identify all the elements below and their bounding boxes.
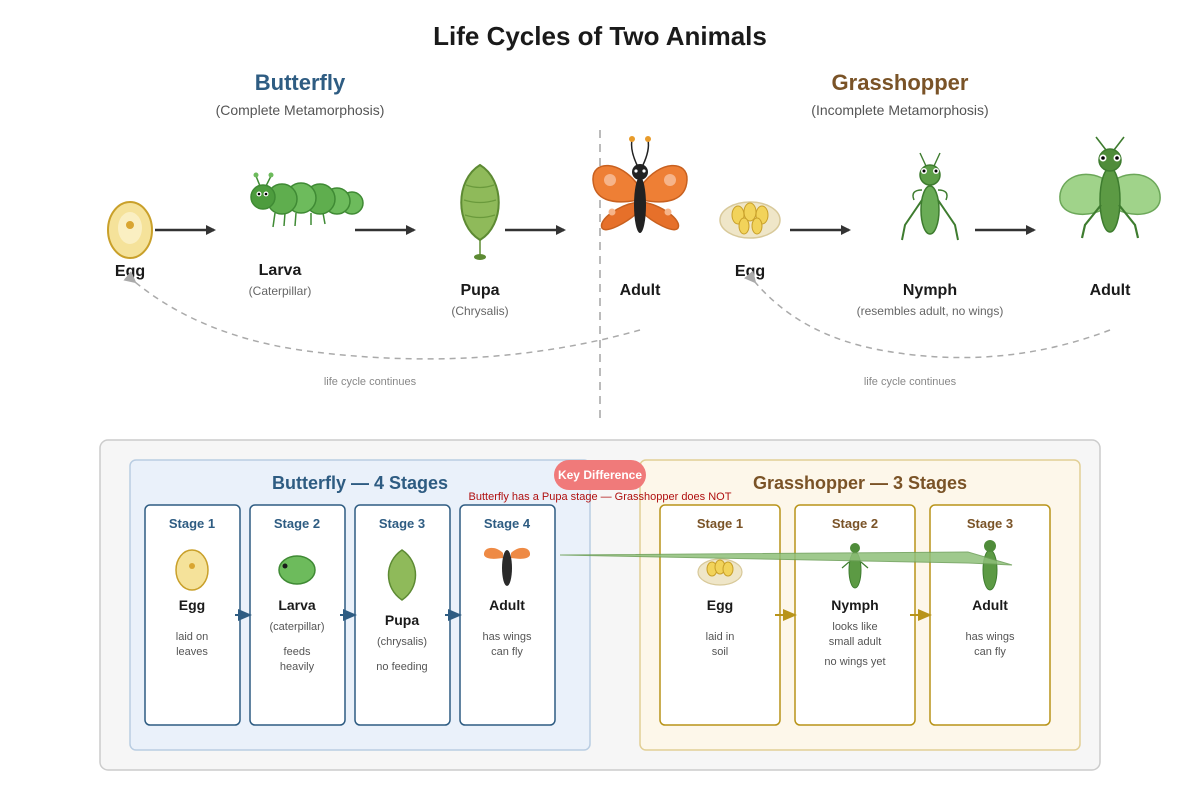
stage-label: Stage 1 <box>169 516 215 531</box>
eggs-icon <box>697 558 743 586</box>
stage-desc-line: feeds <box>284 646 311 658</box>
grasshopper-panel-title: Grasshopper — 3 Stages <box>753 473 967 493</box>
stage-label: Stage 3 <box>967 516 1013 531</box>
butterfly-cycle-continues: life cycle continues <box>324 376 417 388</box>
key-difference-note: Butterfly has a Pupa stage — Grasshopper… <box>469 491 732 503</box>
stage-desc-line: laid on <box>176 631 208 643</box>
grasshopper-subheading: (Incomplete Metamorphosis) <box>811 102 988 118</box>
grasshopper-heading: Grasshopper <box>832 70 969 95</box>
key-difference-label: Key Difference <box>558 468 642 482</box>
stage-name: Larva <box>278 597 316 613</box>
stage-desc-line: soil <box>712 646 729 658</box>
stage-desc-line: leaves <box>176 646 208 658</box>
stage-label: Stage 2 <box>832 516 878 531</box>
adult-grasshopper-icon <box>982 540 998 591</box>
butterfly-stage-card-4: Stage 4 Adult has wings can fly <box>459 504 556 726</box>
grasshopper-egg-icon <box>719 201 781 239</box>
butterfly-stage-card-2: Stage 2 Larva (caterpillar) feeds heavil… <box>249 504 346 726</box>
butterfly-egg-icon <box>107 201 153 259</box>
stage-desc-line: has wings <box>966 631 1015 643</box>
grasshopper-egg-label: Egg <box>735 263 765 280</box>
stage-sub: (chrysalis) <box>377 636 427 648</box>
stage-label: Stage 3 <box>379 516 425 531</box>
adult-butterfly-icon <box>483 547 531 586</box>
stage-desc-line: looks like <box>832 621 877 633</box>
stage-name: Egg <box>179 597 205 613</box>
egg-icon <box>175 549 209 591</box>
stage-desc-line: small adult <box>829 636 882 648</box>
grasshopper-nymph-label: Nymph <box>903 282 957 299</box>
butterfly-larva-label: Larva <box>259 262 302 279</box>
stage-label: Stage 2 <box>274 516 320 531</box>
stage-name: Adult <box>489 597 525 613</box>
butterfly-cycle-return-arrow <box>123 271 641 360</box>
grasshopper-cycle-continues: life cycle continues <box>864 376 957 388</box>
grasshopper-adult-icon <box>1059 136 1161 239</box>
grasshopper-nymph-note: (resembles adult, no wings) <box>857 304 1004 318</box>
butterfly-larva-note: (Caterpillar) <box>249 284 312 298</box>
butterfly-adult-icon <box>592 136 688 233</box>
butterfly-stage-card-3: Stage 3 Pupa (chrysalis) no feeding <box>354 504 451 726</box>
butterfly-subheading: (Complete Metamorphosis) <box>216 102 385 118</box>
stage-desc-line: has wings <box>483 631 532 643</box>
butterfly-pupa-label: Pupa <box>460 282 499 299</box>
stage-label: Stage 4 <box>484 516 531 531</box>
butterfly-adult-label: Adult <box>620 282 662 299</box>
pupa-icon <box>387 549 417 601</box>
key-difference-badge: Key Difference <box>554 460 646 490</box>
grasshopper-adult-label: Adult <box>1090 282 1132 299</box>
grasshopper-cycle-return-arrow <box>743 270 1111 359</box>
larva-icon <box>278 555 316 585</box>
stage-desc-line: laid in <box>706 631 735 643</box>
stage-label: Stage 1 <box>697 516 743 531</box>
stage-desc-line: heavily <box>280 661 315 673</box>
grasshopper-stage-card-3: Stage 3 Adult has wings can fly <box>929 504 1051 726</box>
grasshopper-stage-card-2: Stage 2 Nymph looks like small adult no … <box>794 504 916 726</box>
stage-desc-line: no wings yet <box>824 656 885 668</box>
butterfly-stage-card-1: Stage 1 Egg laid on leaves <box>144 504 241 726</box>
stage-name: Adult <box>972 597 1008 613</box>
grasshopper-stage-card-1: Stage 1 Egg laid in soil <box>659 504 781 726</box>
stage-sub: (caterpillar) <box>269 621 324 633</box>
stage-desc-line: can fly <box>974 646 1006 658</box>
stage-name: Egg <box>707 597 733 613</box>
stage-name: Pupa <box>385 612 419 628</box>
butterfly-pupa-note: (Chrysalis) <box>451 304 508 318</box>
grasshopper-nymph-icon <box>901 152 959 241</box>
stage-desc-line: no feeding <box>376 661 427 673</box>
butterfly-panel-title: Butterfly — 4 Stages <box>272 473 448 493</box>
stage-name: Nymph <box>831 597 878 613</box>
butterfly-egg-label: Egg <box>115 263 145 280</box>
butterfly-larva-icon <box>250 172 364 228</box>
butterfly-pupa-icon <box>460 163 500 260</box>
butterfly-heading: Butterfly <box>255 70 346 95</box>
key-difference-connector <box>559 551 1013 566</box>
diagram-title: Life Cycles of Two Animals <box>433 21 767 51</box>
stage-desc-line: can fly <box>491 646 523 658</box>
